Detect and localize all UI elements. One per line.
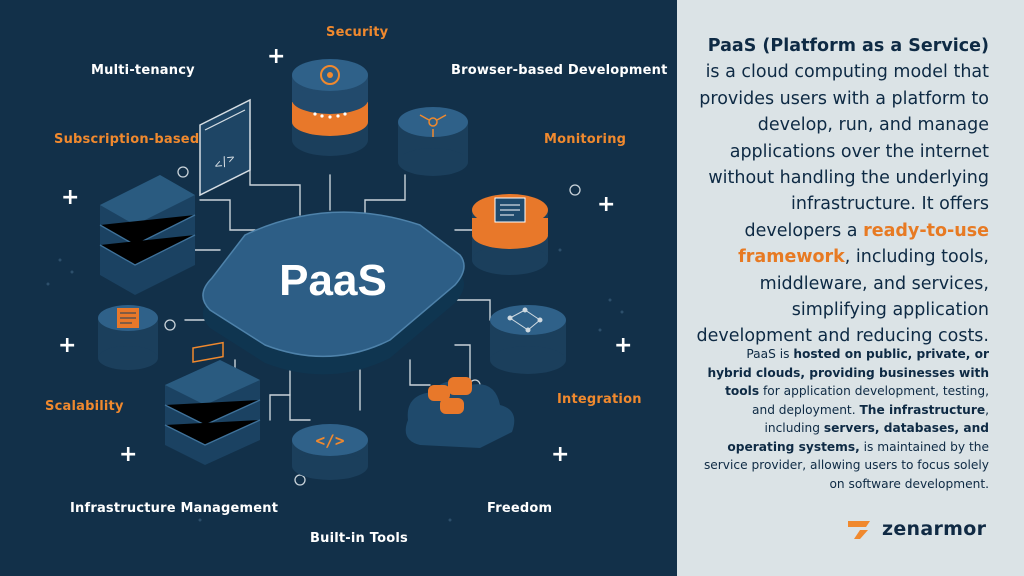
label-builtin-tools: Built-in Tools	[310, 531, 408, 546]
plus-icon: +	[61, 185, 80, 210]
label-integration: Integration	[557, 392, 642, 407]
hero-term: PaaS (Platform as a Service)	[707, 36, 989, 56]
plus-icon: +	[597, 192, 616, 217]
label-multi-tenancy: Multi-tenancy	[91, 63, 195, 78]
scalability-node	[98, 305, 158, 370]
detail-b3: servers, databases, and operating system…	[727, 421, 989, 454]
detail-b1: hosted on public, private, or hybrid clo…	[707, 347, 989, 398]
detail-b2: The infrastructure	[859, 402, 986, 417]
zenarmor-logo-icon	[848, 521, 870, 539]
paas-diagram: PaaS </>	[46, 59, 624, 522]
label-security: Security	[326, 25, 389, 40]
text-panel	[677, 0, 1024, 576]
center-label: PaaS	[279, 256, 387, 305]
brand-name: zenarmor	[882, 518, 987, 540]
label-scalability: Scalability	[45, 399, 124, 414]
dot-pattern	[46, 248, 624, 522]
plus-icon: +	[614, 333, 633, 358]
diagram-panel: PaaS </>	[45, 25, 668, 546]
plus-icon: +	[551, 442, 570, 467]
brand-logo: zenarmor	[846, 518, 986, 540]
infrastructure-node	[164, 341, 261, 465]
detail-s1: PaaS is	[746, 347, 794, 361]
label-monitoring: Monitoring	[544, 132, 627, 147]
hero-highlight: ready-to-use framework	[738, 220, 989, 268]
hero-part2: , including tools, middleware, and servi…	[696, 247, 989, 347]
plus-icon: +	[267, 44, 286, 69]
paas-platform: PaaS	[202, 211, 465, 375]
detail-s2: for application development, testing, an…	[752, 384, 989, 417]
plus-icon: +	[58, 333, 77, 358]
label-subscription: Subscription-based	[54, 132, 200, 147]
monitoring-node	[472, 194, 548, 275]
hero-paragraph: PaaS (Platform as a Service) is a cloud …	[695, 33, 989, 350]
plus-icon: +	[119, 442, 138, 467]
detail-s3: , including	[764, 402, 990, 436]
detail-s4: is maintained by the service provider, a…	[703, 439, 989, 491]
browser-dev-node	[398, 107, 468, 176]
multi-tenancy-node: </>	[199, 98, 251, 197]
label-browser-dev: Browser-based Development	[451, 63, 668, 78]
label-freedom: Freedom	[487, 501, 553, 516]
security-node	[292, 59, 368, 156]
builtin-tools-node: </>	[292, 424, 368, 480]
integration-node	[490, 305, 566, 374]
freedom-node	[405, 377, 515, 448]
label-infrastructure: Infrastructure Management	[70, 501, 279, 516]
hero-part1: is a cloud computing model that provides…	[699, 62, 989, 241]
detail-paragraph: PaaS is hosted on public, private, or hy…	[700, 345, 989, 493]
subscription-node	[99, 175, 196, 295]
svg-text:</>: </>	[316, 431, 345, 450]
